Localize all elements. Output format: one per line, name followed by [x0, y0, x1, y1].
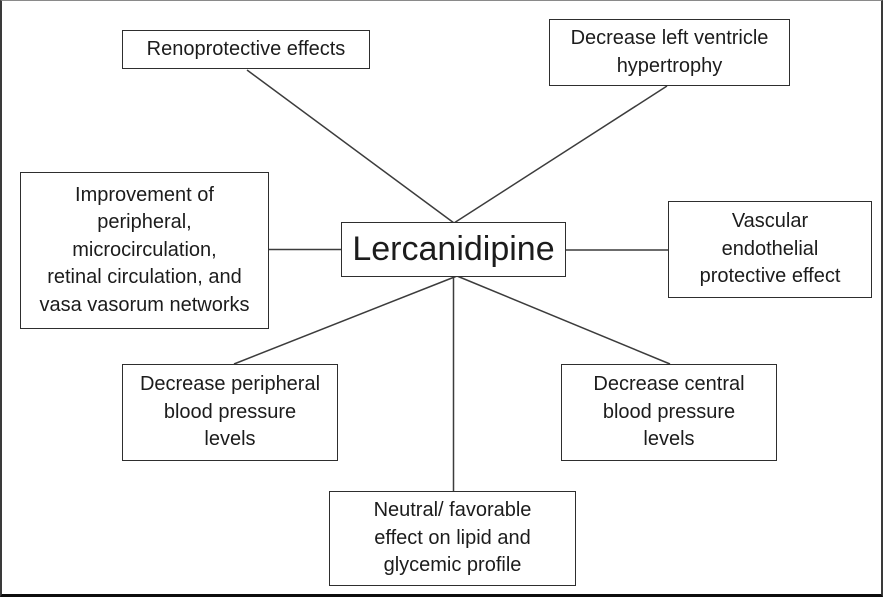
- node-neutral-favorable-lipid-glycemic: Neutral/ favorable effect on lipid and g…: [329, 491, 576, 586]
- node-decrease-left-ventricle-hypertrophy: Decrease left ventricle hypertrophy: [549, 19, 790, 86]
- node-improvement-microcirculation: Improvement of peripheral, microcirculat…: [20, 172, 269, 329]
- node-decrease-peripheral-blood-pressure: Decrease peripheral blood pressure level…: [122, 364, 338, 461]
- node-vascular-endothelial-protective-effect: Vascular endothelial protective effect: [668, 201, 872, 298]
- node-renoprotective-effects: Renoprotective effects: [122, 30, 370, 69]
- line-center-to-peripheral-bp: [233, 275, 458, 365]
- line-center-to-lv-hypertrophy: [453, 85, 668, 224]
- line-center-to-central-bp: [456, 275, 671, 365]
- node-lercanidipine-center: Lercanidipine: [341, 222, 566, 277]
- line-center-to-renoprotective: [246, 69, 455, 224]
- node-decrease-central-blood-pressure: Decrease central blood pressure levels: [561, 364, 777, 461]
